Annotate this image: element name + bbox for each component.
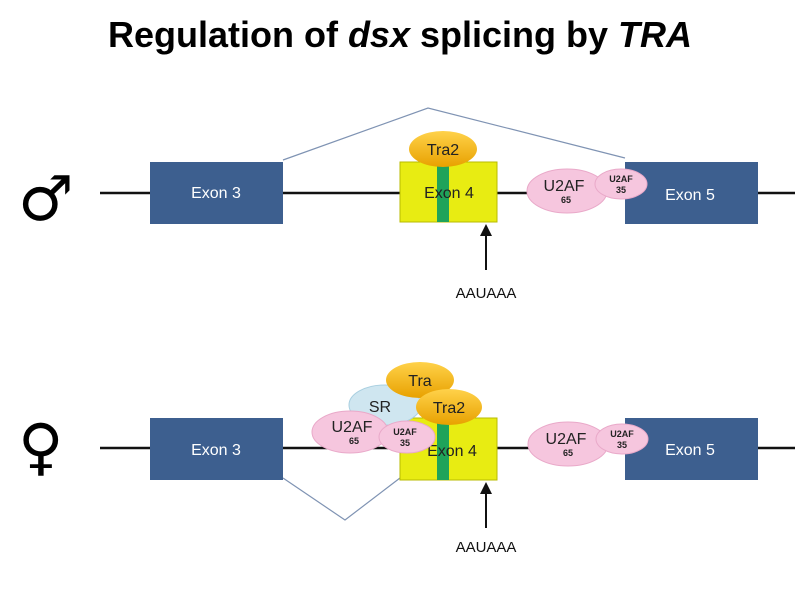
male-exon-3-label: Exon 3 (191, 185, 241, 202)
female-sr-label: SR (369, 399, 391, 416)
female-right-u2af-label: U2AF (546, 431, 587, 448)
male-symbol-icon: ♂ (18, 162, 74, 235)
male-panel: ♂ Exon 3 Exon 4 Tra2 Exon 5 U2AF 65 U2AF… (18, 107, 795, 302)
title-prefix: Regulation of (107, 14, 348, 55)
male-exon-3 (150, 162, 283, 224)
female-left-u2af-label: U2AF (332, 419, 373, 436)
male-u2af35-label: 35 (616, 185, 626, 195)
male-tra2-protein (409, 131, 477, 167)
male-exon-4-label: Exon 4 (424, 185, 474, 202)
female-exon-5 (625, 418, 758, 480)
female-polya-arrowhead-icon (480, 482, 492, 494)
female-polya-signal: AAUAAA (456, 539, 517, 556)
male-polya-signal: AAUAAA (456, 285, 517, 302)
female-exon-3-label: Exon 3 (191, 442, 241, 459)
male-tra2-label: Tra2 (427, 142, 459, 159)
female-left-u2af-small-label: U2AF (393, 427, 417, 437)
diagram-title: Regulation of dsx splicing by TRA (0, 14, 800, 56)
female-left-u2af35-label: 35 (400, 438, 410, 448)
male-u2af-small-label: U2AF (609, 174, 633, 184)
female-exon-4-tra-binding-site (437, 418, 449, 480)
male-exon-5 (625, 162, 758, 224)
female-tra2-protein (416, 389, 482, 425)
female-splice-junction (282, 477, 401, 521)
title-gene: dsx (347, 14, 410, 55)
female-right-u2af-small-label: U2AF (610, 429, 634, 439)
male-u2af35-protein (594, 168, 648, 200)
title-factor: TRA (618, 14, 693, 55)
female-tra2-label: Tra2 (433, 400, 465, 417)
male-exon-4-tra-binding-site (437, 162, 449, 222)
male-splice-junction (282, 107, 626, 161)
female-right-u2af65-label: 65 (563, 448, 573, 458)
female-tra-protein (386, 362, 454, 398)
male-u2af65-label: 65 (561, 195, 571, 205)
female-right-u2af35-label: 35 (617, 440, 627, 450)
male-polya-arrowhead-icon (480, 224, 492, 236)
title-middle: splicing by (409, 14, 619, 55)
male-exon-5-label: Exon 5 (665, 187, 715, 204)
female-tra-label: Tra (408, 373, 432, 390)
female-left-u2af65-label: 65 (349, 436, 359, 446)
female-left-u2af35-protein (378, 420, 436, 454)
female-exon-5-label: Exon 5 (665, 442, 715, 459)
female-panel: ♀ Exon 3 Exon 4 Exon 5 SR Tra U2AF 65 U2… (18, 362, 795, 556)
female-symbol-icon: ♀ (18, 410, 63, 483)
male-u2af-label: U2AF (544, 178, 585, 195)
female-exon-4-label: Exon 4 (427, 443, 477, 460)
female-exon-3 (150, 418, 283, 480)
female-right-u2af35-protein (595, 423, 649, 455)
